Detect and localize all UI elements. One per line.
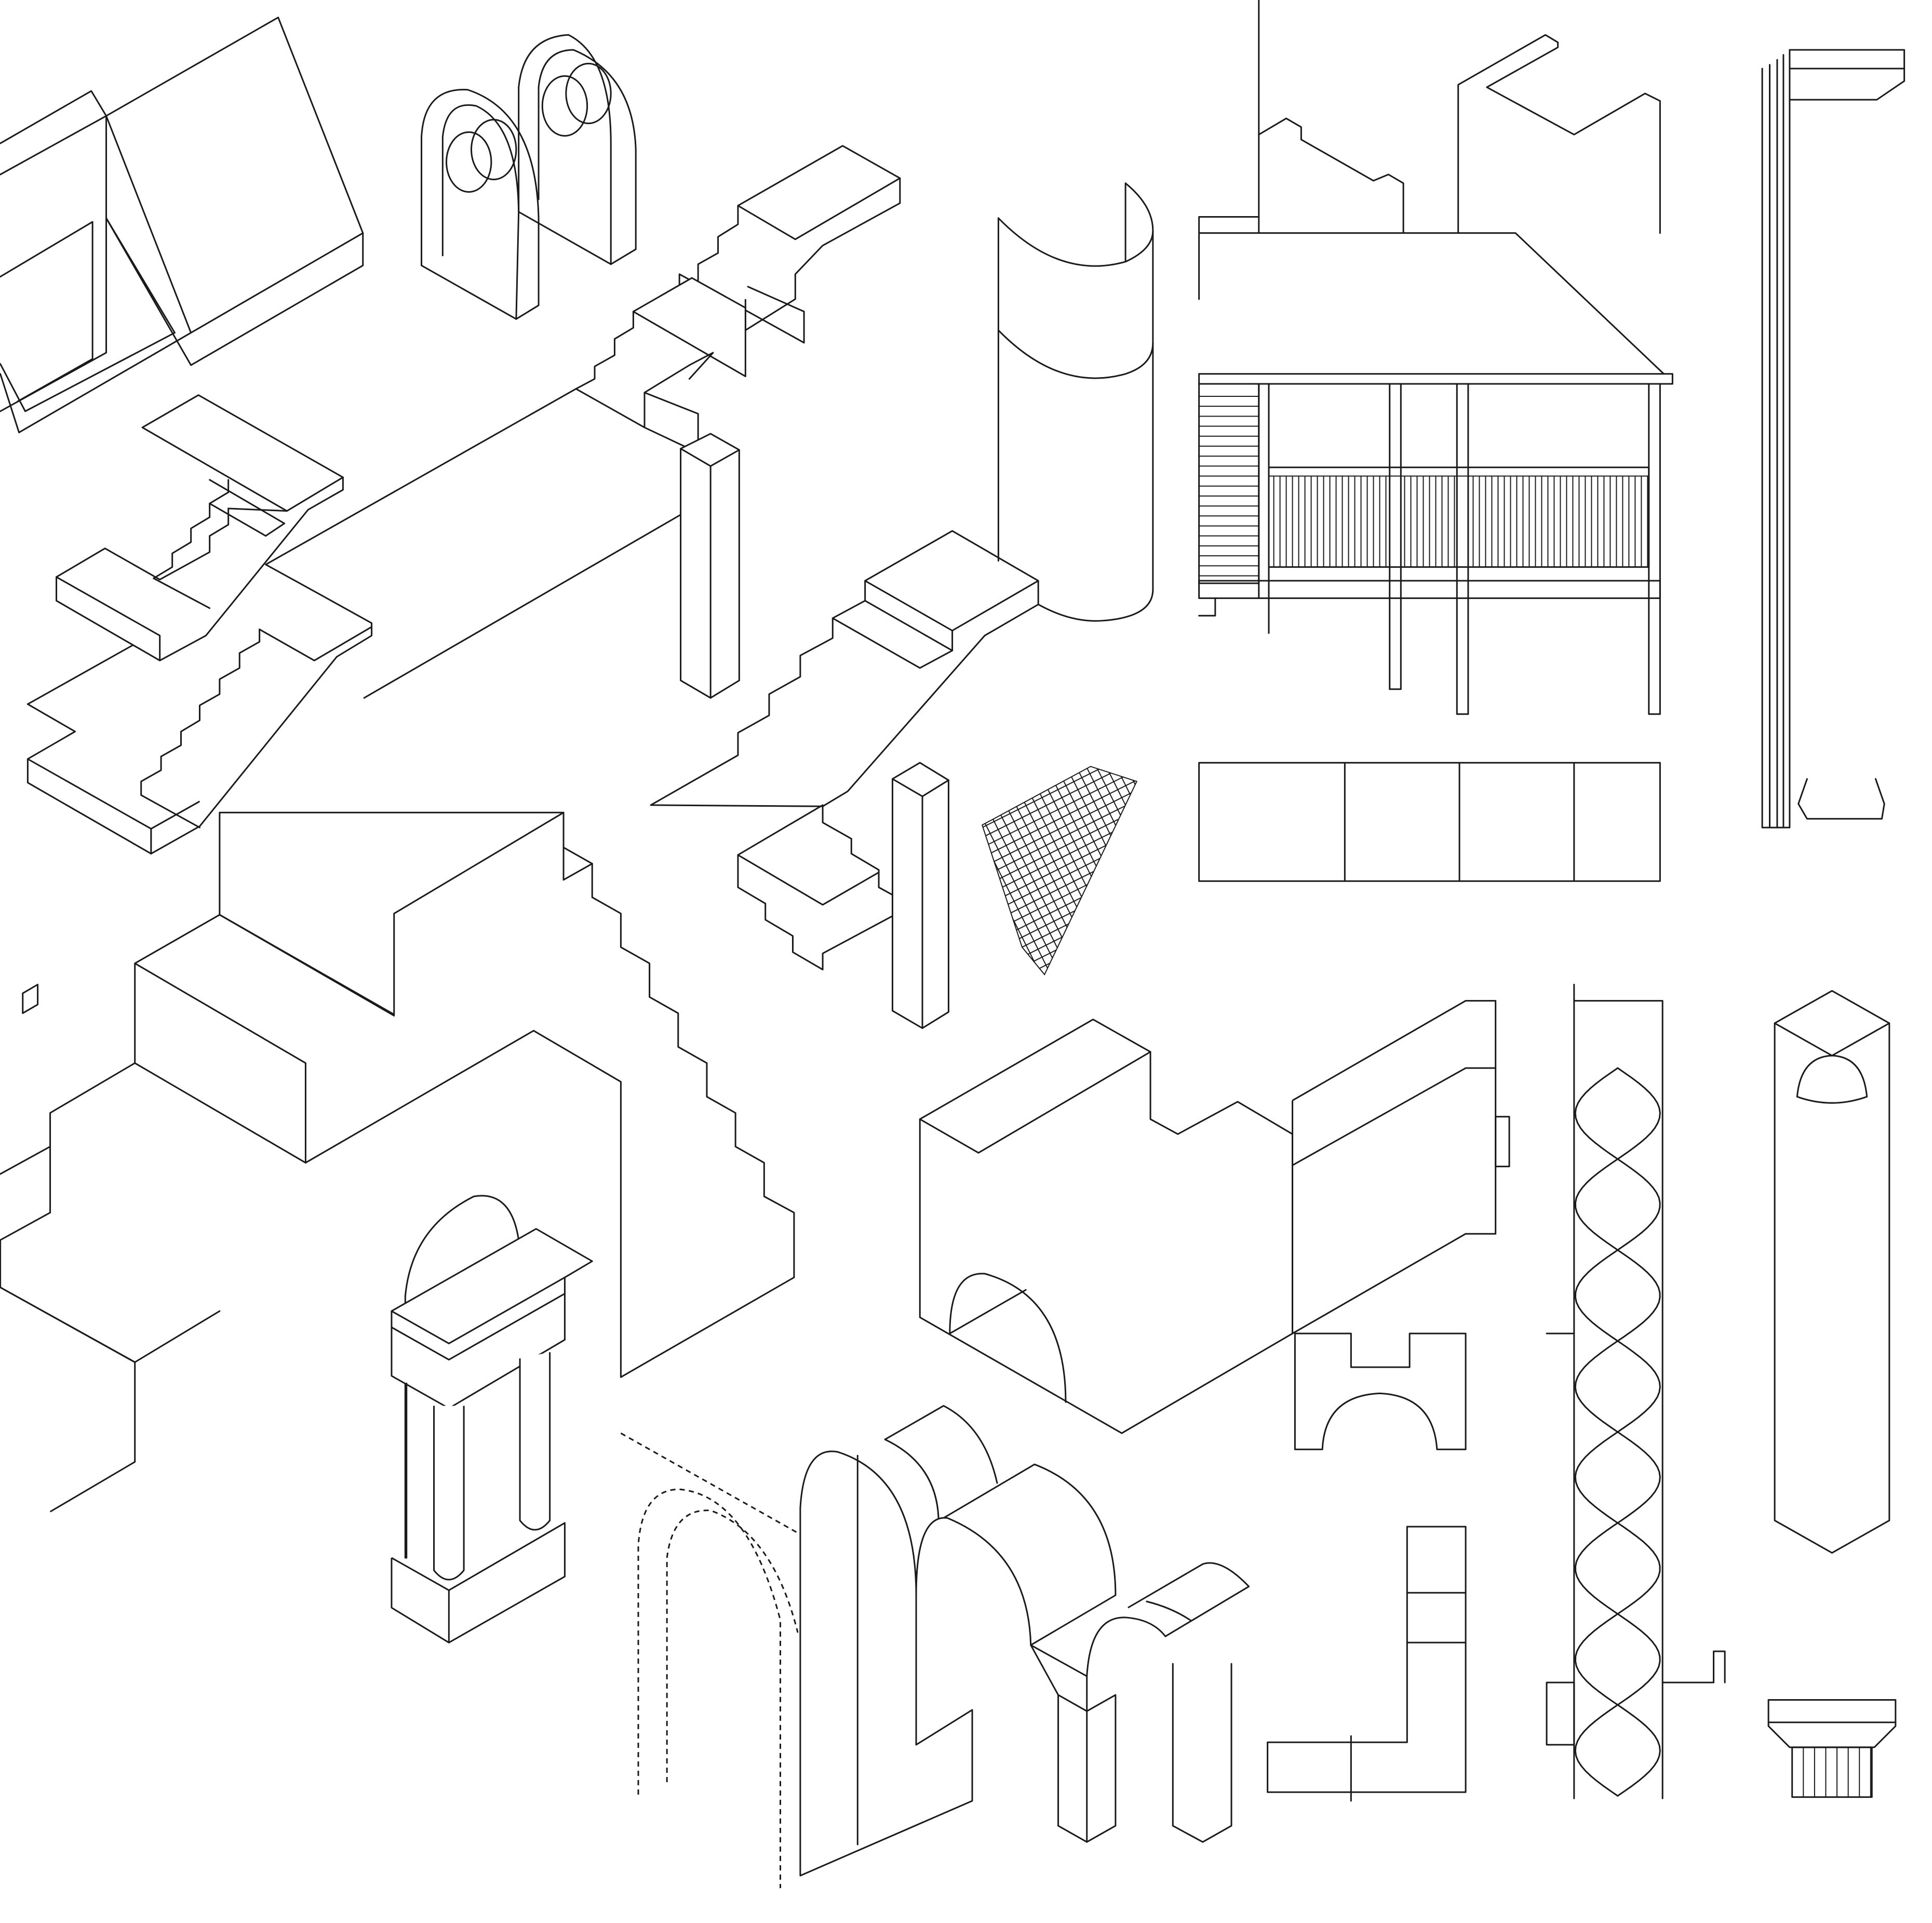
spiral-tower (1547, 984, 1725, 1798)
mesh-line (922, 783, 1172, 907)
mesh-line (967, 748, 1092, 997)
mesh-line (922, 883, 1172, 1007)
capped-pillar (1775, 991, 1889, 1553)
mesh-line (1077, 748, 1202, 997)
mesh-line (1017, 748, 1142, 997)
mesh-line (922, 822, 1172, 947)
mesh-line (922, 872, 1172, 997)
mesh-line (1007, 748, 1132, 997)
mesh-line (922, 713, 1172, 837)
square-pillar-upper (681, 434, 740, 698)
mesh-line (1047, 748, 1172, 997)
mesh-line (922, 773, 1172, 898)
mesh-line (1176, 748, 1301, 997)
mesh-line (1147, 748, 1271, 997)
mesh-line (922, 902, 1172, 1027)
mesh-line (922, 703, 1172, 827)
mesh-line (922, 803, 1172, 927)
dashed-ghost-arch (621, 1433, 798, 1888)
l-shaped-plan (1268, 1527, 1466, 1801)
mesh-line (922, 892, 1172, 1017)
middle-staircase (651, 531, 1038, 970)
mesh-line (1166, 748, 1291, 997)
mesh-line (957, 748, 1082, 997)
mesh-line (922, 683, 1172, 808)
mesh-line (922, 763, 1172, 887)
upper-staircase (576, 146, 900, 449)
arched-walls (800, 1406, 1249, 1876)
mesh-line (922, 843, 1172, 967)
mesh-line (1067, 748, 1191, 997)
mesh-line (1027, 748, 1152, 997)
mesh-line (922, 833, 1172, 957)
mesh-line (997, 748, 1122, 997)
grooved-slab (1293, 1001, 1509, 1450)
mesh-line (922, 793, 1172, 917)
left-staircase (57, 395, 372, 854)
mesh-line (922, 693, 1172, 818)
mesh-line (1126, 748, 1251, 997)
mesh-line (922, 753, 1172, 877)
mesh-line (922, 653, 1172, 778)
mesh-line (1107, 748, 1231, 997)
square-pillar-middle (892, 763, 948, 1028)
mesh-line (1057, 748, 1182, 997)
stepped-building (1, 812, 794, 1558)
mesh-line (922, 733, 1172, 858)
mesh-line (922, 663, 1172, 787)
mesh-line (922, 723, 1172, 848)
gable-house (1, 18, 363, 433)
arched-block (920, 1020, 1292, 1434)
mesh-line (922, 852, 1172, 977)
four-panel-rectangle (1199, 763, 1660, 881)
stilt-house (1199, 0, 1673, 714)
double-arch (422, 35, 636, 319)
mesh-line (937, 748, 1062, 997)
spiral-curve (1575, 1068, 1660, 1796)
columned-porch (392, 1229, 592, 1643)
mesh-line (977, 748, 1102, 997)
mesh-line (1097, 748, 1222, 997)
mesh-line (922, 912, 1172, 1037)
mesh-line (922, 812, 1172, 937)
mesh-line (1157, 748, 1281, 997)
mesh-line (947, 748, 1072, 997)
classical-column (1762, 50, 1904, 827)
long-walkway (28, 389, 680, 854)
mesh-line (922, 743, 1172, 867)
mesh-outline (982, 767, 1137, 975)
mesh-line (1087, 748, 1212, 997)
mesh-line (1187, 748, 1311, 997)
column-capital (1768, 1700, 1896, 1797)
mesh-line (922, 673, 1172, 798)
curved-wall (998, 183, 1153, 621)
